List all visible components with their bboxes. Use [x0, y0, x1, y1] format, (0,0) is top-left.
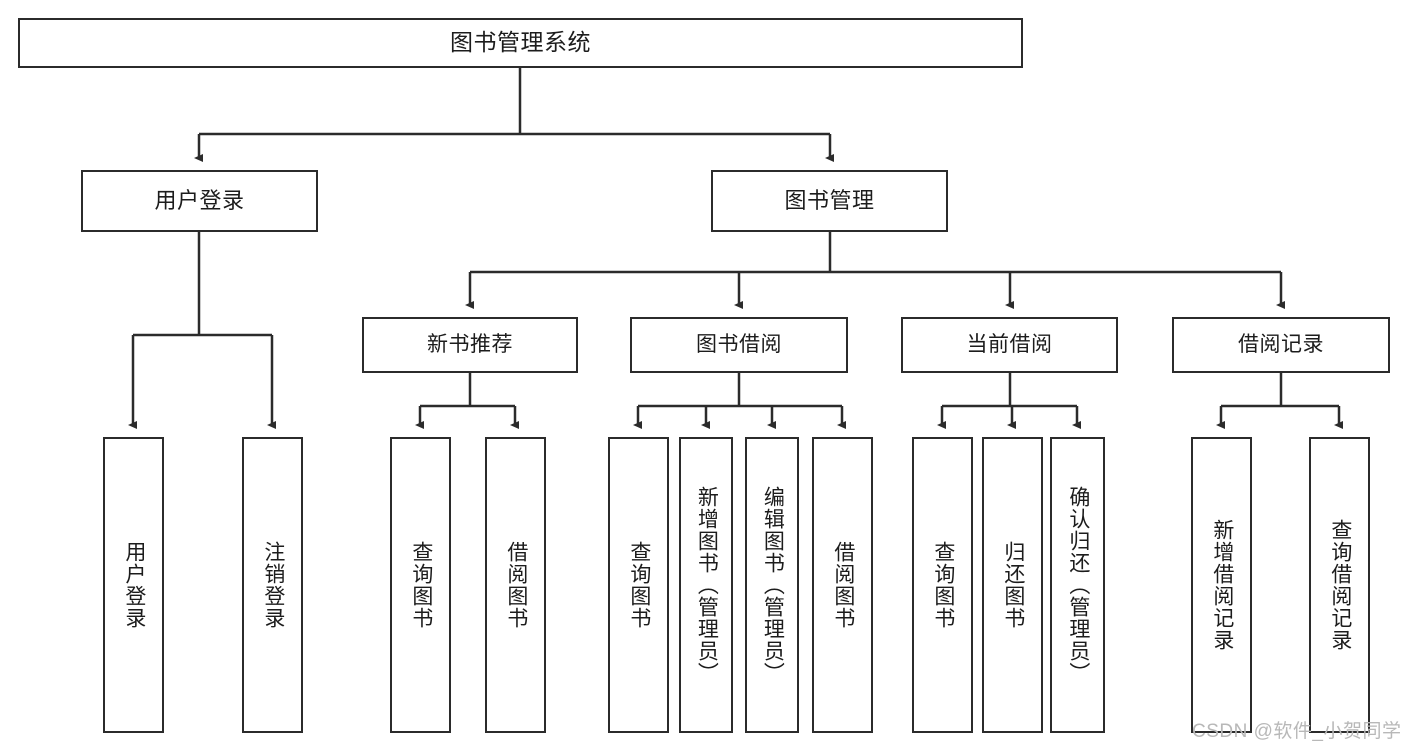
node-root-label: 图书管理系统 [450, 29, 591, 56]
node-current-borrow[interactable]: 当前借阅 [901, 317, 1118, 373]
node-leaf-add-record[interactable]: 新增借阅记录 [1191, 437, 1252, 733]
node-leaf-borrow-book-2[interactable]: 借阅图书 [812, 437, 873, 733]
node-leaf-return-book[interactable]: 归还图书 [982, 437, 1043, 733]
node-leaf-user-logout-label: 注销登录 [261, 541, 285, 629]
node-leaf-query-book-3-label: 查询图书 [931, 541, 955, 629]
node-book-borrow-label: 图书借阅 [696, 333, 782, 357]
node-leaf-user-login[interactable]: 用户登录 [103, 437, 164, 733]
node-borrow-record-label: 借阅记录 [1238, 333, 1324, 357]
node-leaf-query-book-3[interactable]: 查询图书 [912, 437, 973, 733]
node-leaf-add-book[interactable]: 新增图书（管理员） [679, 437, 733, 733]
node-leaf-query-book-2[interactable]: 查询图书 [608, 437, 669, 733]
node-book-borrow[interactable]: 图书借阅 [630, 317, 848, 373]
node-new-book-rec[interactable]: 新书推荐 [362, 317, 578, 373]
node-leaf-confirm-return-label: 确认归还（管理员） [1066, 486, 1090, 684]
node-leaf-return-book-label: 归还图书 [1001, 541, 1025, 629]
node-leaf-query-record[interactable]: 查询借阅记录 [1309, 437, 1370, 733]
node-leaf-edit-book[interactable]: 编辑图书（管理员） [745, 437, 799, 733]
node-leaf-borrow-book-1-label: 借阅图书 [504, 541, 528, 629]
node-book-manage[interactable]: 图书管理 [711, 170, 948, 232]
node-leaf-query-book-2-label: 查询图书 [627, 541, 651, 629]
node-leaf-user-logout[interactable]: 注销登录 [242, 437, 303, 733]
node-new-book-rec-label: 新书推荐 [427, 333, 513, 357]
node-leaf-query-book-1[interactable]: 查询图书 [390, 437, 451, 733]
node-root[interactable]: 图书管理系统 [18, 18, 1023, 68]
node-leaf-edit-book-label: 编辑图书（管理员） [761, 486, 785, 684]
node-leaf-borrow-book-1[interactable]: 借阅图书 [485, 437, 546, 733]
node-user-login[interactable]: 用户登录 [81, 170, 318, 232]
node-leaf-user-login-label: 用户登录 [122, 541, 146, 629]
node-user-login-label: 用户登录 [154, 187, 245, 213]
node-leaf-add-record-label: 新增借阅记录 [1210, 519, 1234, 651]
node-leaf-query-book-1-label: 查询图书 [409, 541, 433, 629]
node-borrow-record[interactable]: 借阅记录 [1172, 317, 1390, 373]
node-leaf-add-book-label: 新增图书（管理员） [695, 486, 719, 684]
node-book-manage-label: 图书管理 [784, 187, 875, 213]
node-leaf-borrow-book-2-label: 借阅图书 [831, 541, 855, 629]
node-current-borrow-label: 当前借阅 [966, 333, 1053, 357]
node-leaf-confirm-return[interactable]: 确认归还（管理员） [1050, 437, 1105, 733]
csdn-watermark: CSDN @软件_小贺同学 [1192, 721, 1402, 742]
node-leaf-query-record-label: 查询借阅记录 [1328, 519, 1352, 651]
